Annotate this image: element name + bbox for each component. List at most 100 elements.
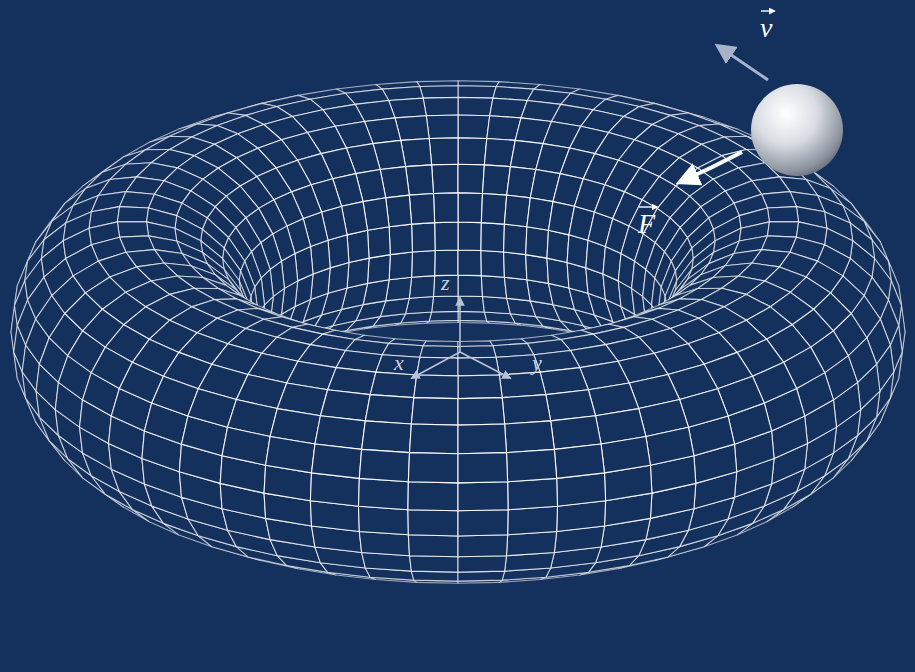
torus-face xyxy=(481,223,504,252)
torus-face xyxy=(458,398,505,425)
torus-face xyxy=(408,535,458,557)
torus-face xyxy=(554,444,604,478)
force-arrow xyxy=(680,152,742,182)
torus-face xyxy=(646,427,694,465)
torus-face xyxy=(117,207,148,222)
torus-face xyxy=(423,97,458,115)
torus-wireframe xyxy=(11,81,905,584)
torus-face xyxy=(406,297,434,314)
torus-face xyxy=(767,222,798,237)
coordinate-axes xyxy=(412,298,510,378)
torus-face xyxy=(483,165,511,195)
torus-face xyxy=(458,138,487,165)
torus-face xyxy=(504,252,527,280)
torus-face xyxy=(117,222,148,237)
torus-face xyxy=(359,531,409,555)
torus-face xyxy=(406,165,434,195)
torus-face xyxy=(458,424,506,454)
torus-face xyxy=(426,115,458,138)
torus-face xyxy=(526,227,549,258)
torus-face xyxy=(458,296,484,312)
torus-face xyxy=(458,193,483,223)
torus-face xyxy=(409,193,434,224)
torus-face xyxy=(458,346,496,358)
torus-face xyxy=(458,453,508,483)
torus-face xyxy=(432,164,458,193)
torus-face xyxy=(386,277,412,301)
torus-face xyxy=(433,193,458,223)
torus-face xyxy=(417,357,458,376)
torus-face xyxy=(504,224,527,254)
torus-face xyxy=(359,506,409,535)
torus-face xyxy=(408,510,458,536)
torus-face xyxy=(458,535,508,557)
axis-label: z xyxy=(441,272,450,294)
sphere xyxy=(751,84,843,176)
vector-accents xyxy=(639,11,774,207)
torus-face xyxy=(365,395,414,424)
torus-face xyxy=(458,571,505,581)
torus-face xyxy=(411,571,458,581)
torus-face xyxy=(429,311,458,321)
torus-face xyxy=(409,276,434,299)
torus-face xyxy=(411,398,458,425)
torus-face xyxy=(458,510,508,536)
torus-face xyxy=(414,375,458,399)
torus-face xyxy=(412,223,435,252)
torus-face xyxy=(410,424,458,454)
torus-face xyxy=(526,255,549,284)
torus-face xyxy=(502,395,550,424)
torus-face xyxy=(359,449,409,481)
torus-face xyxy=(458,164,484,193)
torus-face xyxy=(312,444,362,478)
vector-label: v xyxy=(760,14,772,42)
torus-face xyxy=(370,372,417,397)
torus-face xyxy=(432,296,458,312)
torus-face xyxy=(368,255,391,284)
torus-face xyxy=(412,251,435,278)
torus-face xyxy=(481,276,506,299)
torus-face xyxy=(458,375,502,399)
torus-face xyxy=(362,421,412,453)
torus-face xyxy=(508,478,558,509)
torus-face xyxy=(458,275,483,296)
axis-label: y xyxy=(532,352,542,374)
vector-label: F xyxy=(638,210,655,238)
torus-face xyxy=(389,224,412,254)
torus-face xyxy=(429,138,458,165)
torus-face xyxy=(458,97,493,115)
torus-face xyxy=(458,222,481,250)
torus-face xyxy=(508,506,558,535)
torus-face xyxy=(368,227,391,258)
torus-face xyxy=(504,195,530,227)
torus-face xyxy=(222,427,270,465)
vector-accent xyxy=(761,10,774,11)
torus-face xyxy=(483,297,511,314)
torus-face xyxy=(458,311,487,321)
torus-face xyxy=(458,250,481,276)
torus-face xyxy=(420,86,458,98)
torus-face xyxy=(408,482,458,511)
velocity-arrow xyxy=(718,46,768,80)
torus-face xyxy=(389,252,412,280)
torus-face xyxy=(458,357,499,376)
torus-face xyxy=(506,449,556,481)
x-axis xyxy=(412,352,460,378)
torus-face xyxy=(505,421,555,453)
torus-face xyxy=(601,437,650,473)
torus-face xyxy=(408,453,458,483)
torus-face xyxy=(410,556,458,572)
torus-face xyxy=(767,207,798,222)
torus-face xyxy=(458,115,490,138)
torus-face xyxy=(435,222,458,250)
z-axis xyxy=(459,298,461,352)
torus-face xyxy=(506,531,556,555)
vector-accent xyxy=(639,206,657,207)
torus-face xyxy=(481,193,506,224)
torus-face xyxy=(386,195,412,227)
axis-label: x xyxy=(394,352,404,374)
torus-face xyxy=(458,556,506,572)
torus-face xyxy=(481,251,504,278)
